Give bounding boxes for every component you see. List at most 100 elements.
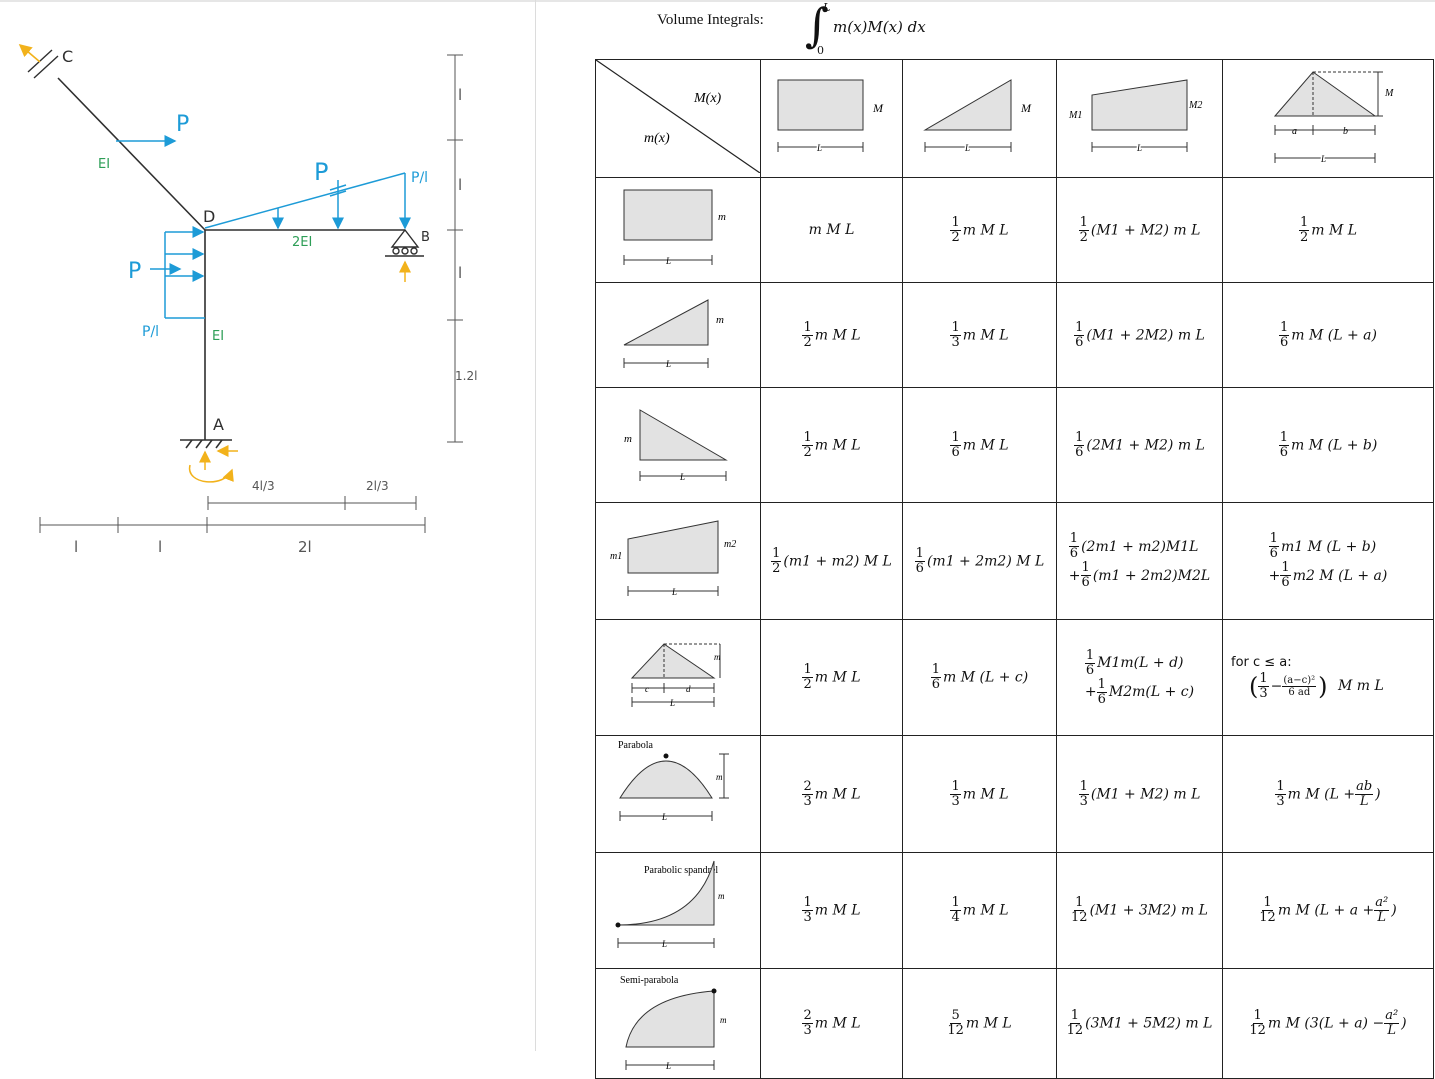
frame-members bbox=[57, 77, 405, 440]
dim-bottom-l-1: l bbox=[74, 538, 78, 556]
corner-diagonal: M(x) m(x) bbox=[595, 59, 761, 174]
col-peak-l: L bbox=[1320, 154, 1326, 164]
col-rect-m: M bbox=[872, 101, 884, 115]
dim-4l-3: 4l/3 bbox=[252, 479, 275, 493]
integral-sign: ∫ bbox=[805, 0, 829, 52]
linear-load-top bbox=[204, 172, 406, 229]
row-header-tri-up: m L bbox=[595, 282, 761, 388]
svg-text:L: L bbox=[1320, 154, 1326, 164]
svg-text:L: L bbox=[964, 143, 970, 153]
row-header-tri-down: m L bbox=[595, 387, 761, 503]
dim-l-1: l bbox=[458, 86, 462, 104]
row-header-rect: m L bbox=[595, 177, 761, 283]
header-row: M(x) m(x) M L L M L L bbox=[595, 59, 1434, 178]
col-header-tri: M L L bbox=[902, 59, 1057, 178]
row-header-peak: m c d L bbox=[595, 619, 761, 736]
col-trap-m2: M2 bbox=[1188, 100, 1202, 111]
row-semi-m: m bbox=[720, 1015, 727, 1025]
corner-mx-small-label: m(x) bbox=[644, 131, 670, 146]
row-parabola-l: L bbox=[661, 812, 667, 822]
fixed-support-a bbox=[180, 439, 232, 449]
dim-l-2: l bbox=[458, 176, 462, 194]
label-c: C bbox=[62, 47, 73, 66]
label-p-mid: P bbox=[314, 158, 328, 186]
col-trap-m1: M1 bbox=[1068, 110, 1082, 121]
row-trap-m2: m2 bbox=[724, 539, 736, 550]
condition-label: for c ≤ a: bbox=[1231, 654, 1292, 670]
row-tri-down-m: m bbox=[624, 433, 632, 445]
label-a: A bbox=[213, 415, 224, 434]
row-peak-c: c bbox=[645, 684, 649, 694]
label-p-over-l-left: P/l bbox=[142, 324, 159, 340]
peak-diagram bbox=[1273, 71, 1377, 117]
label-ei-cd: EI bbox=[98, 157, 110, 172]
col-peak-a: a bbox=[1292, 126, 1297, 137]
loads bbox=[116, 135, 411, 319]
label-p-over-l: P/l bbox=[411, 170, 428, 186]
row-semi-l: L bbox=[665, 1061, 671, 1071]
cell-r1-c1: m M L bbox=[760, 177, 903, 283]
dims-bottom bbox=[39, 496, 426, 533]
integral-expression: m(x)M(x) dx bbox=[833, 18, 926, 36]
label-b: B bbox=[421, 230, 430, 245]
col-peak-b: b bbox=[1343, 126, 1348, 137]
svg-text:L: L bbox=[1136, 143, 1142, 153]
row-peak-d: d bbox=[686, 684, 691, 694]
col-header-peak: M a b L L bbox=[1222, 59, 1434, 178]
roller-support-b bbox=[385, 228, 424, 257]
hinge-c-mark bbox=[27, 49, 59, 79]
col-rect-l: L bbox=[816, 143, 822, 153]
table-title: Volume Integrals: bbox=[657, 12, 764, 28]
row-rect-l: L bbox=[665, 256, 671, 266]
label-p-left: P bbox=[128, 259, 141, 284]
tri-diagram bbox=[923, 79, 1012, 131]
dim-1-2l: 1.2l bbox=[455, 369, 477, 383]
label-ei-da: EI bbox=[212, 329, 224, 344]
integral-upper: L bbox=[823, 1, 831, 14]
label-d: D bbox=[203, 207, 215, 226]
row-peak-l: L bbox=[669, 698, 675, 708]
row-header-parabola: Parabola m L bbox=[595, 735, 761, 853]
row-peak-m: m bbox=[714, 652, 721, 662]
dim-bottom-l-2: l bbox=[158, 538, 162, 556]
label-2ei-db: 2EI bbox=[292, 235, 312, 250]
top-edge-line bbox=[0, 0, 1435, 2]
corner-cell: M(x) m(x) bbox=[595, 59, 761, 178]
row-tri-up-m: m bbox=[716, 314, 724, 326]
dim-l-3: l bbox=[458, 264, 462, 282]
row-trap-l: L bbox=[671, 587, 677, 597]
volume-integrals-table: M(x) m(x) M L L M L L bbox=[595, 59, 1434, 1079]
row-parabola-m: m bbox=[716, 772, 723, 782]
page-divider bbox=[535, 0, 536, 1051]
rect-diagram bbox=[777, 79, 864, 131]
trap-diagram bbox=[1091, 79, 1188, 131]
col-header-trap: M1 M2 L L bbox=[1056, 59, 1223, 178]
